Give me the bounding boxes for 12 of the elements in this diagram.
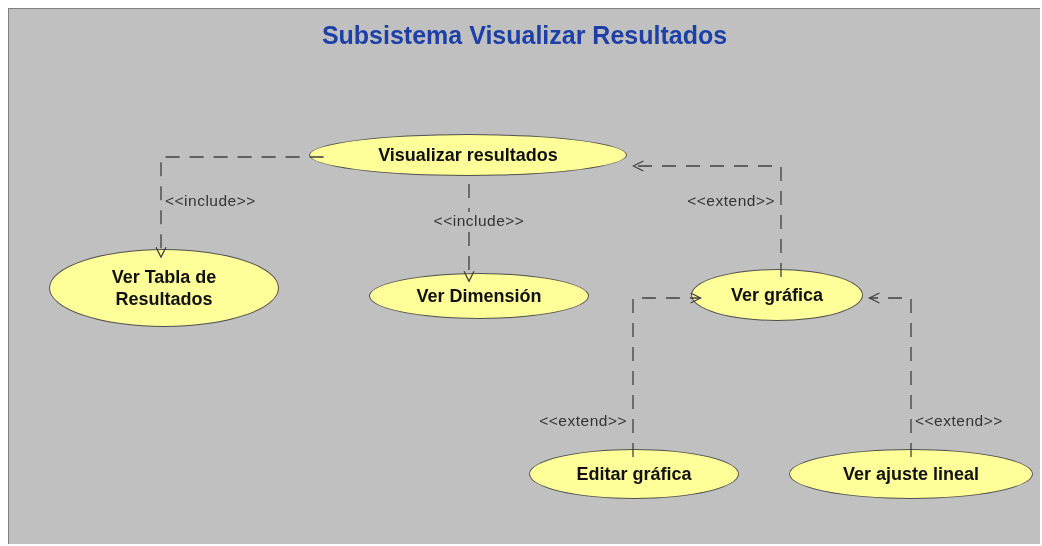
use-case-name: Ver Dimensión <box>416 284 542 308</box>
dependency-arrow <box>868 292 912 458</box>
use-case-name: Ver ajuste lineal <box>842 462 980 486</box>
dependency-arrow <box>632 292 702 458</box>
use-case-name: Ver gráfica <box>730 283 824 307</box>
use-case-name: Editar gráfica <box>576 462 692 486</box>
use-case-name: Visualizar resultados <box>378 143 558 167</box>
dependency-arrow <box>632 160 782 278</box>
dependency-arrow <box>155 156 325 258</box>
diagram-title: Subsistema Visualizar Resultados <box>320 21 729 50</box>
use-case-name: Ver Tabla de Resultados <box>110 265 218 311</box>
dependency-arrow <box>463 183 475 282</box>
